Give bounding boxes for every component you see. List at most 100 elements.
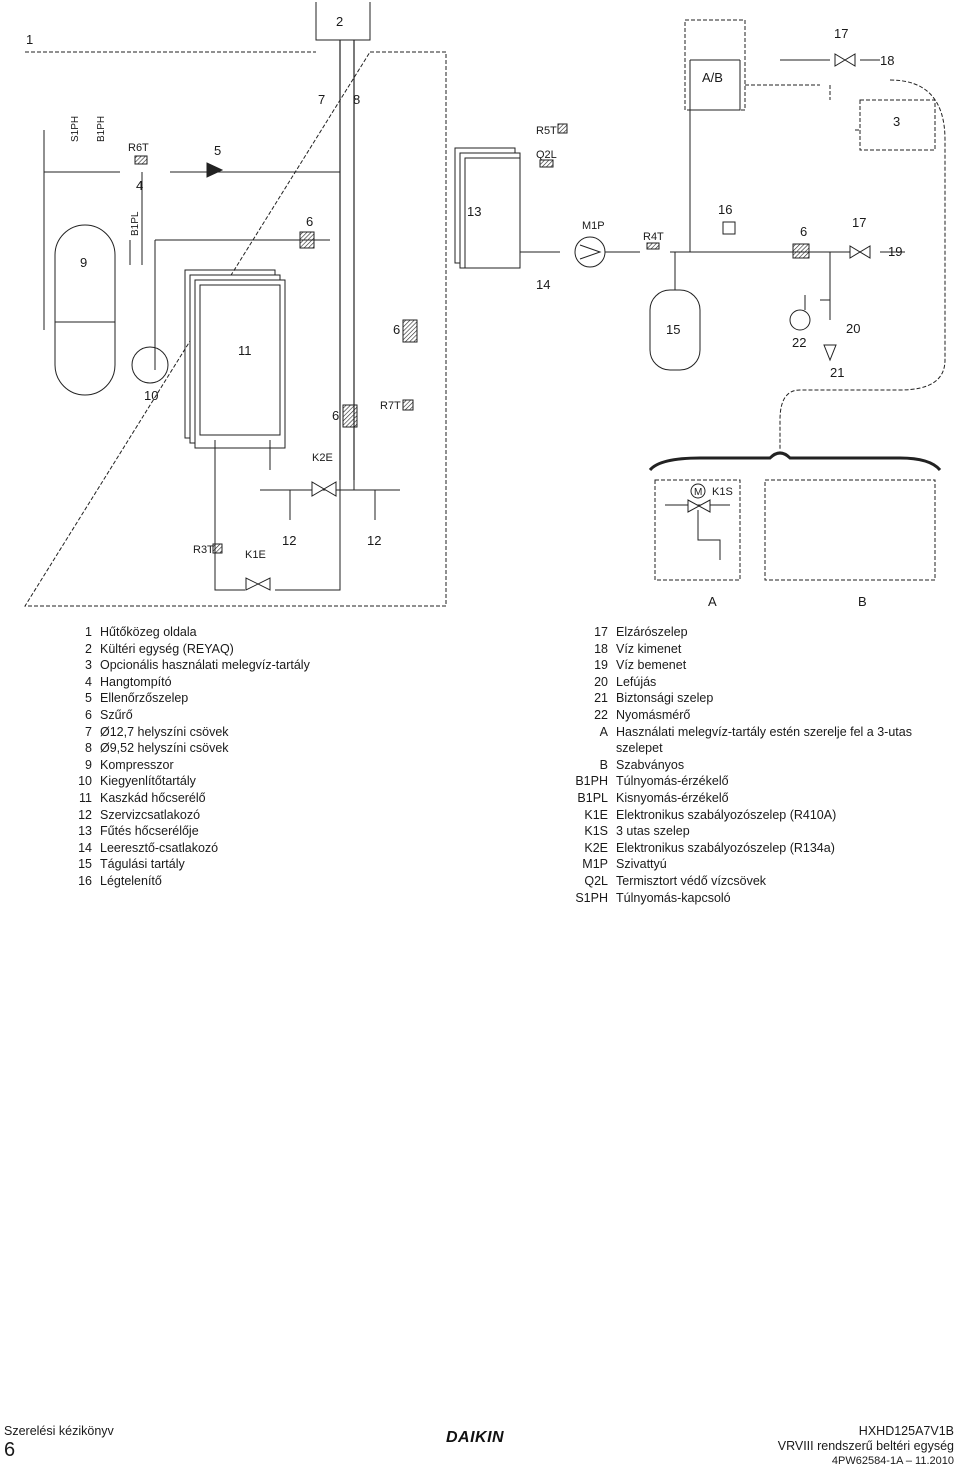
label-8: 8 <box>353 92 360 107</box>
legend-text: Szűrő <box>100 707 133 722</box>
legend-key: A <box>599 724 608 739</box>
legend-key: K1E <box>584 807 608 822</box>
outdoor-unit-box <box>315 2 371 41</box>
label-11: 11 <box>238 343 252 358</box>
label-9: 9 <box>80 255 87 270</box>
legend-text: Túlnyomás-kapcsoló <box>616 890 731 905</box>
legend-key: 22 <box>594 707 608 722</box>
legend-text: 3 utas szelep <box>616 824 690 839</box>
label-m1p: M1P <box>582 220 605 232</box>
compressor-9 <box>54 224 116 396</box>
legend-text: Hangtompító <box>100 674 172 689</box>
legend-key: 8 <box>85 741 92 756</box>
legend-text: Kültéri egység (REYAQ) <box>100 641 234 656</box>
label-14: 14 <box>536 277 550 292</box>
sensor-r7t <box>402 399 414 411</box>
legend-item: 15 Tágulási tartály <box>52 856 382 873</box>
label-r4t: R4T <box>643 231 664 243</box>
label-12a: 12 <box>282 533 296 548</box>
filter-6-water <box>792 243 810 259</box>
label-m: M <box>694 487 702 498</box>
motor-m <box>690 483 706 499</box>
model-number: HXHD125A7V1B <box>858 1424 954 1438</box>
label-10: 10 <box>144 388 158 403</box>
legend-key: 4 <box>85 674 92 689</box>
daikin-logo: DAIKIN <box>446 1429 505 1446</box>
legend-text: Lefújás <box>616 674 657 689</box>
legend-key: 20 <box>594 674 608 689</box>
shutoff-valve-17-mid <box>849 245 871 259</box>
legend-key: 16 <box>78 873 92 888</box>
valve-k2e <box>311 481 337 497</box>
label-b1ph: B1PH <box>96 116 107 142</box>
label-21: 21 <box>830 365 844 380</box>
label-k2e: K2E <box>312 452 333 464</box>
legend-text: Szivattyú <box>616 857 667 872</box>
label-13: 13 <box>467 204 481 219</box>
footer-left: Szerelési kézikönyv 6 <box>4 1424 114 1461</box>
label-5: 5 <box>214 143 221 158</box>
legend-key: 12 <box>78 807 92 822</box>
sensor-r6t <box>134 155 148 165</box>
legend-text: Ellenőrzőszelep <box>100 691 189 706</box>
legend-text: Tágulási tartály <box>100 857 185 872</box>
legend-item: 19 Víz bemenet <box>560 657 940 674</box>
legend-text: Kiegyenlítőtartály <box>100 774 196 789</box>
legend-text: Biztonsági szelep <box>616 691 714 706</box>
legend-text: Leeresztő-csatlakozó <box>100 840 219 855</box>
legend-text: Szervizcsatlakozó <box>100 807 201 822</box>
legend-text: Ø9,52 helyszíni csövek <box>100 741 229 756</box>
label-k1e: K1E <box>245 549 266 561</box>
valve-k1e <box>245 577 271 591</box>
legend-key: 5 <box>85 691 92 706</box>
label-16: 16 <box>718 202 732 217</box>
legend-item: 20 Lefújás <box>560 674 940 691</box>
safety-valve-21 <box>823 344 837 362</box>
cascade-heat-exchanger-11 <box>184 269 286 449</box>
label-r7t: R7T <box>380 400 401 412</box>
legend-text: Kisnyomás-érzékelő <box>616 790 729 805</box>
doc-number: 4PW62584-1A – 11.2010 <box>831 1455 954 1467</box>
shutoff-valve-17-top <box>834 53 856 67</box>
legend-key: 9 <box>85 757 92 772</box>
legend-key: 3 <box>85 658 92 673</box>
legend-key: 11 <box>79 790 92 805</box>
legend-key: B1PH <box>575 774 608 789</box>
label-18: 18 <box>880 53 894 68</box>
legend-key: K1S <box>584 824 608 839</box>
legend-key: 15 <box>78 857 92 872</box>
label-7: 7 <box>318 92 325 107</box>
label-1: 1 <box>26 32 33 47</box>
filter-6-top <box>299 231 315 249</box>
pressure-gauge-22 <box>789 309 811 331</box>
legend-key: 6 <box>85 707 92 722</box>
label-r3t: R3T <box>193 544 214 556</box>
legend-text: Víz kimenet <box>616 641 682 656</box>
legend-text: Hűtőközeg oldala <box>100 625 197 639</box>
legend-key: 19 <box>594 658 608 673</box>
label-17b: 17 <box>852 215 866 230</box>
refrigerant-side-frame <box>24 51 447 607</box>
label-r6t: R6T <box>128 142 149 154</box>
legend-key: 13 <box>78 824 92 839</box>
legend-text: Víz bemenet <box>616 658 687 673</box>
filter-6-mid <box>402 319 418 343</box>
label-r5t: R5T <box>536 125 557 137</box>
label-17a: 17 <box>834 26 848 41</box>
